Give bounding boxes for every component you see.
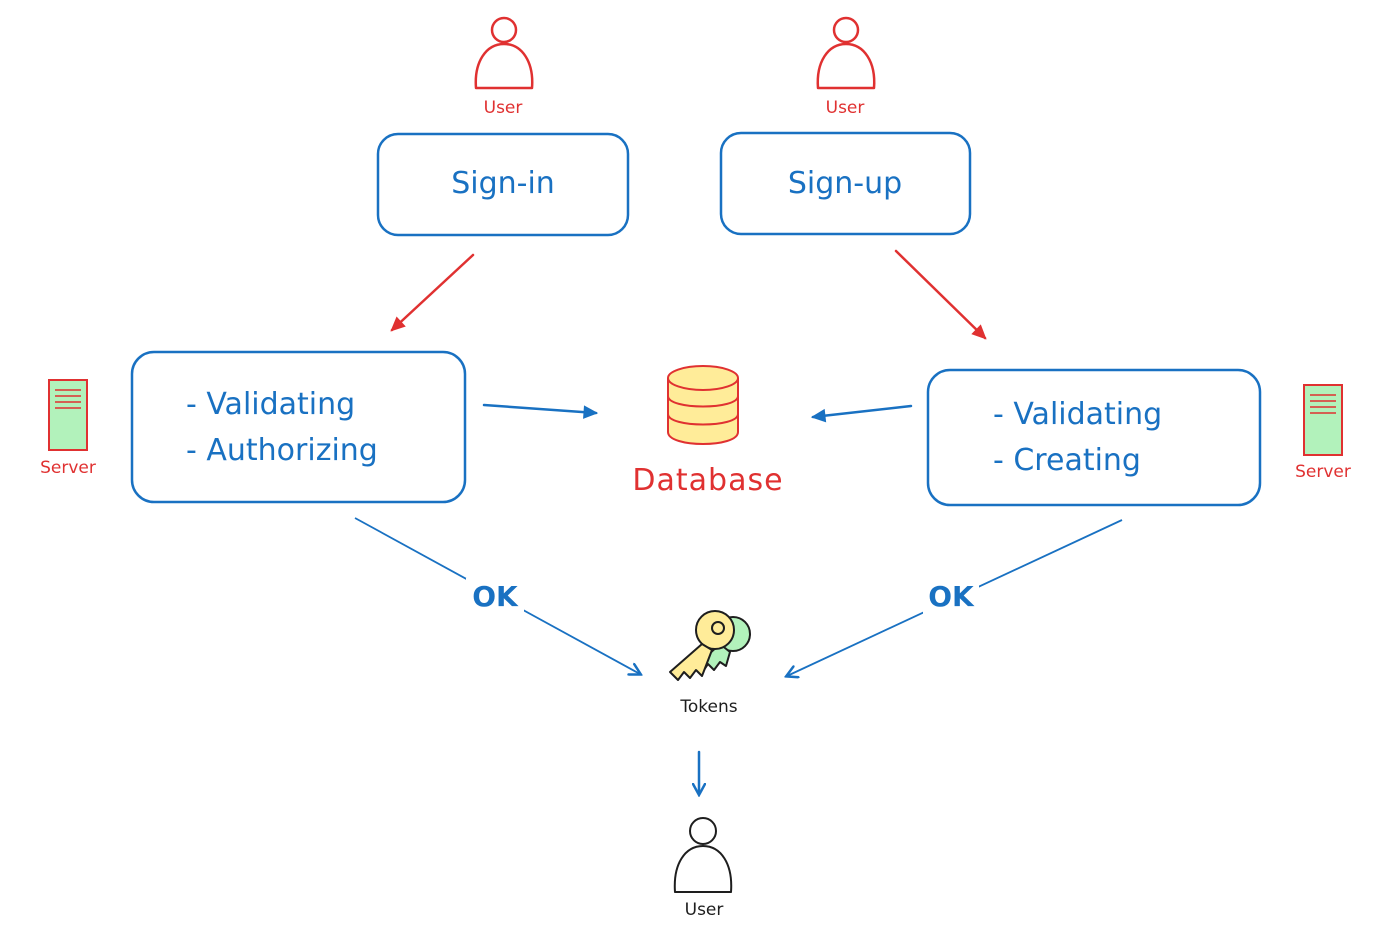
user-label-top-right: User [826, 98, 865, 118]
tokens-label: Tokens [679, 697, 737, 717]
ok-left-bg [466, 578, 524, 614]
user-icon-bottom [673, 817, 733, 893]
validate-authorize-box: - Validating - Authorizing [130, 350, 467, 504]
database-icon [667, 365, 739, 445]
server-label-left: Server [40, 458, 96, 478]
validate-create-line-2: - Creating [993, 443, 1141, 478]
user-label-top-left: User [484, 98, 523, 118]
ok-right-bg [923, 578, 979, 614]
sign-in-to-process-arrow [390, 253, 475, 332]
key-icon [669, 610, 751, 681]
server-icon-left [48, 379, 88, 451]
server-label-right: Server [1295, 462, 1351, 482]
validate-authorize-line-1: - Validating [186, 387, 355, 422]
ok-label-left: OK [472, 580, 519, 613]
validate-authorize-line-2: - Authorizing [186, 433, 378, 468]
sign-up-box: Sign-up [719, 131, 972, 236]
sign-in-box: Sign-in [376, 132, 630, 237]
right-process-to-database-arrow [810, 404, 913, 423]
ok-label-right: OK [928, 580, 975, 613]
validate-create-box: - Validating - Creating [926, 368, 1262, 507]
user-label-bottom: User [685, 900, 724, 920]
validate-create-line-1: - Validating [993, 397, 1162, 432]
database-label: Database [632, 463, 783, 498]
user-icon-top-right [816, 16, 876, 90]
user-icon-top-left [474, 16, 534, 90]
server-icon-right [1303, 384, 1343, 456]
sign-in-label: Sign-in [451, 166, 555, 201]
sign-up-label: Sign-up [788, 166, 902, 201]
sign-up-to-process-arrow [894, 249, 987, 340]
left-process-to-database-arrow [482, 403, 599, 419]
